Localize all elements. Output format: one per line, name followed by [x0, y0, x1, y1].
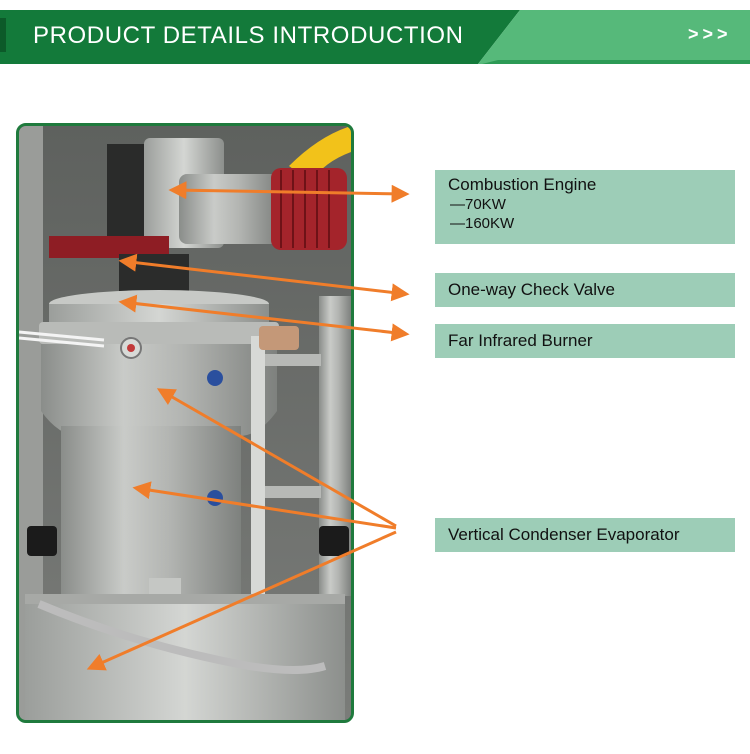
machine-illustration — [19, 126, 351, 720]
label-sub-70kw: —70KW — [450, 196, 506, 213]
label-burner: Far Infrared Burner — [435, 324, 735, 358]
arrow-evaporator-3 — [86, 530, 397, 671]
arrow-evaporator-1 — [156, 388, 397, 528]
label-combustion-engine: Combustion Engine —70KW —160KW — [435, 170, 735, 244]
page-title: PRODUCT DETAILS INTRODUCTION — [33, 22, 464, 49]
label-title: Far Infrared Burner — [448, 331, 593, 350]
header-banner: PRODUCT DETAILS INTRODUCTION >>> — [0, 0, 750, 70]
arrow-check-valve — [118, 253, 410, 302]
label-title: Vertical Condenser Evaporator — [448, 525, 680, 544]
label-evaporator: Vertical Condenser Evaporator — [435, 518, 735, 552]
label-title: Combustion Engine — [448, 175, 597, 194]
arrow-evaporator-2 — [132, 481, 397, 530]
chevrons-icon: >>> — [688, 24, 732, 44]
label-check-valve: One-way Check Valve — [435, 273, 735, 307]
arrow-burner — [118, 294, 410, 342]
label-sub-160kw: —160KW — [450, 215, 515, 232]
arrow-combustion-engine — [168, 181, 410, 203]
label-title: One-way Check Valve — [448, 280, 615, 299]
banner-shape — [0, 10, 750, 64]
machine-photo — [16, 123, 354, 723]
